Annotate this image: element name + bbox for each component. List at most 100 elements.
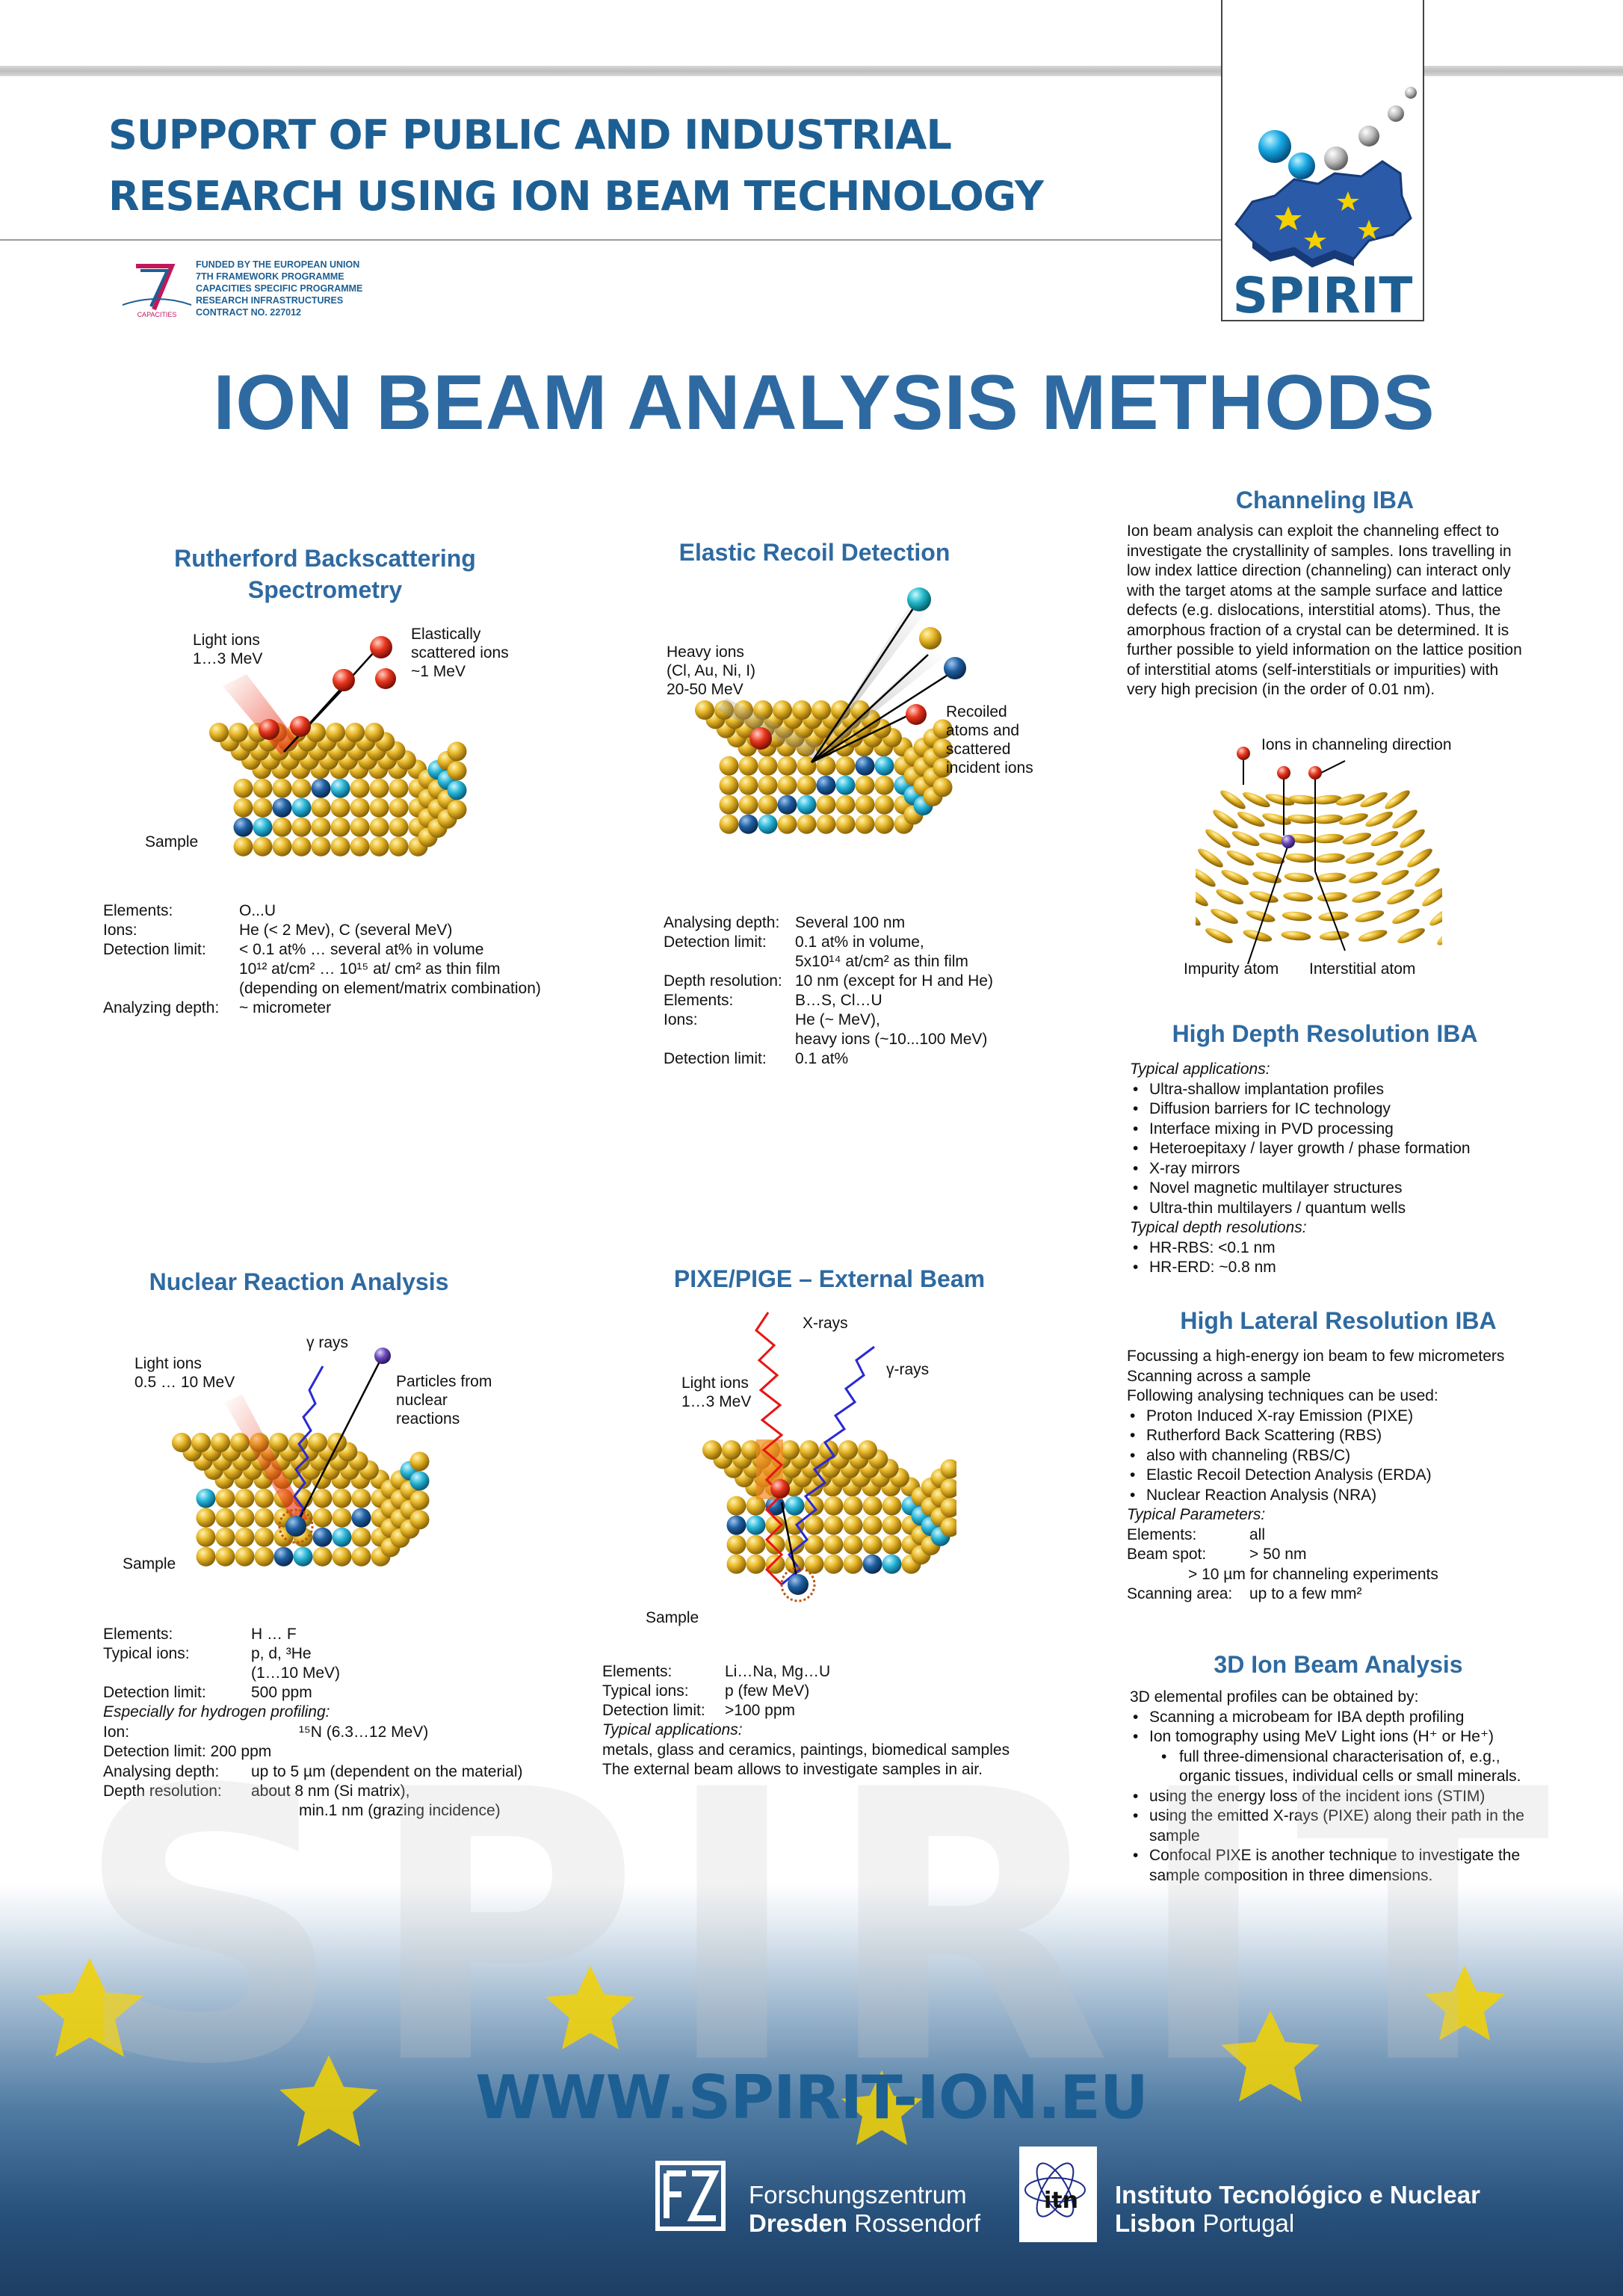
spec-label: Typical ions: bbox=[103, 1645, 190, 1662]
lattice-atom bbox=[797, 775, 817, 795]
nra-label-particles: Particles from nuclear reactions bbox=[396, 1372, 492, 1428]
ion3d-body: 3D elemental profiles can be obtained by… bbox=[1130, 1688, 1548, 1886]
lattice-row bbox=[1285, 853, 1315, 863]
lattice-atom bbox=[330, 836, 350, 857]
rbs-label-ions-line: Light ions bbox=[193, 632, 260, 649]
banner-top-rule bbox=[0, 66, 1623, 76]
spec-label: Detection limit: bbox=[602, 1702, 705, 1719]
lattice-row bbox=[1437, 926, 1442, 945]
lattice-row bbox=[1429, 907, 1442, 926]
lattice-atom bbox=[447, 780, 467, 800]
lattice-row bbox=[1386, 889, 1415, 905]
lattice-atom bbox=[765, 1515, 785, 1535]
lattice-atom bbox=[874, 775, 894, 795]
footer-flag-stars bbox=[36, 1958, 1505, 2147]
spec-label: Ion: bbox=[103, 1723, 130, 1741]
banner-bottom-rule bbox=[0, 239, 1222, 241]
lattice-atom bbox=[253, 836, 273, 857]
lattice-row bbox=[1392, 809, 1418, 829]
lattice-atom bbox=[311, 817, 331, 837]
table-row: Detection limit:>100 ppm bbox=[602, 1701, 830, 1721]
lattice-atom bbox=[940, 1478, 956, 1499]
lattice-atom bbox=[738, 814, 758, 834]
spec-label bbox=[103, 1664, 251, 1683]
lattice-atom bbox=[843, 1534, 863, 1555]
lattice-atom bbox=[332, 1527, 352, 1547]
table-row: (1…10 MeV) bbox=[103, 1664, 340, 1683]
lattice-atom bbox=[804, 1515, 824, 1535]
lattice-row bbox=[1198, 848, 1223, 868]
lattice-atom bbox=[332, 1488, 352, 1508]
lattice-atom bbox=[726, 1534, 746, 1555]
pixe-spec-table: Elements:Li…Na, Mg…U Typical ions:p (few… bbox=[602, 1662, 830, 1721]
lattice-atom bbox=[350, 797, 370, 818]
lattice-atom bbox=[254, 1546, 274, 1567]
lattice-atom bbox=[293, 1546, 313, 1567]
lattice-atom bbox=[215, 1527, 235, 1547]
fzd-logo-icon bbox=[655, 2161, 726, 2231]
lattice-atom bbox=[719, 814, 739, 834]
rbs-atom-block bbox=[209, 723, 467, 857]
spec-value: (depending on element/matrix combination… bbox=[239, 980, 541, 997]
lattice-row bbox=[1252, 871, 1282, 883]
lattice-atom bbox=[823, 1496, 844, 1516]
erd-label-recoil-line: incident ions bbox=[946, 759, 1033, 777]
spec-value: ¹⁵N (6.3…12 MeV) bbox=[299, 1723, 429, 1741]
spec-label: Detection limit: bbox=[103, 941, 206, 958]
lattice-row bbox=[1318, 911, 1349, 922]
list-item: Proton Induced X-ray Emission (PIXE) bbox=[1127, 1407, 1530, 1427]
param-label: Elements: bbox=[1127, 1525, 1197, 1543]
rbs-spec-table: Elements:O...U Ions:He (< 2 Mev), C (sev… bbox=[103, 901, 541, 1018]
spec-label: Elements: bbox=[103, 1626, 173, 1643]
website-url-link[interactable]: WWW.SPIRIT-ION.EU bbox=[475, 2063, 1149, 2132]
channeling-lattice bbox=[1196, 790, 1442, 945]
nra-ion-row: Ion: ¹⁵N (6.3…12 MeV) bbox=[103, 1723, 581, 1743]
table-row: Detection limit:0.1 at% bbox=[664, 1049, 993, 1069]
lattice-atom bbox=[312, 1527, 333, 1547]
lattice-atom bbox=[291, 797, 312, 818]
hlr-intro-line: Following analysing techniques can be us… bbox=[1127, 1387, 1438, 1404]
lattice-atom bbox=[738, 794, 758, 815]
lattice-atom bbox=[235, 1507, 255, 1528]
lattice-atom bbox=[940, 1459, 956, 1479]
lattice-row bbox=[1311, 794, 1342, 805]
itn-name-lisbon: Lisbon bbox=[1115, 2209, 1196, 2237]
lattice-atom bbox=[350, 836, 370, 857]
lattice-atom bbox=[933, 777, 953, 797]
rbs-label-scattered-line: Elastically bbox=[411, 626, 481, 643]
lattice-atom bbox=[823, 1515, 844, 1535]
lattice-row bbox=[1370, 830, 1399, 847]
lattice-atom bbox=[215, 1546, 235, 1567]
lattice-atom bbox=[882, 1534, 902, 1555]
channeling-heading: Channeling IBA bbox=[1235, 487, 1415, 513]
rbs-label-scattered: Elastically scattered ions ~1 MeV bbox=[411, 625, 509, 681]
lattice-row bbox=[1284, 872, 1314, 883]
list-item: Ultra-thin multilayers / quantum wells bbox=[1130, 1199, 1526, 1219]
lattice-atom bbox=[330, 778, 350, 798]
hdr-heading: High Depth Resolution IBA bbox=[1172, 1020, 1478, 1047]
lattice-row bbox=[1237, 811, 1265, 827]
lattice-row bbox=[1422, 887, 1442, 907]
lattice-atom bbox=[738, 756, 758, 776]
fzd-name-line1: Forschungszentrum bbox=[749, 2181, 967, 2209]
channeling-label-interstitial: Interstitial atom bbox=[1309, 960, 1416, 978]
nra-illustration bbox=[172, 1348, 430, 1567]
nra-spec-table: Elements:H … F Typical ions:p, d, ³He (1… bbox=[103, 1625, 340, 1703]
lattice-atom bbox=[816, 814, 836, 834]
lattice-row bbox=[1319, 931, 1350, 941]
table-row: Elements:Li…Na, Mg…U bbox=[602, 1662, 830, 1682]
lattice-atom bbox=[758, 794, 778, 815]
lattice-atom bbox=[823, 1534, 844, 1555]
lattice-row bbox=[1381, 869, 1409, 886]
lattice-atom bbox=[351, 1488, 371, 1508]
lattice-row bbox=[1314, 833, 1344, 844]
lattice-atom bbox=[862, 1534, 882, 1555]
lattice-row bbox=[1365, 811, 1394, 827]
lattice-atom bbox=[933, 719, 953, 739]
lattice-atom bbox=[726, 1554, 746, 1574]
lattice-row bbox=[1220, 790, 1246, 809]
lattice-atom bbox=[843, 1554, 863, 1574]
lattice-atom bbox=[741, 1440, 761, 1460]
fp7-caption: CAPACITIES bbox=[137, 311, 177, 318]
table-row: Analysing depth:Several 100 nm bbox=[664, 913, 993, 933]
